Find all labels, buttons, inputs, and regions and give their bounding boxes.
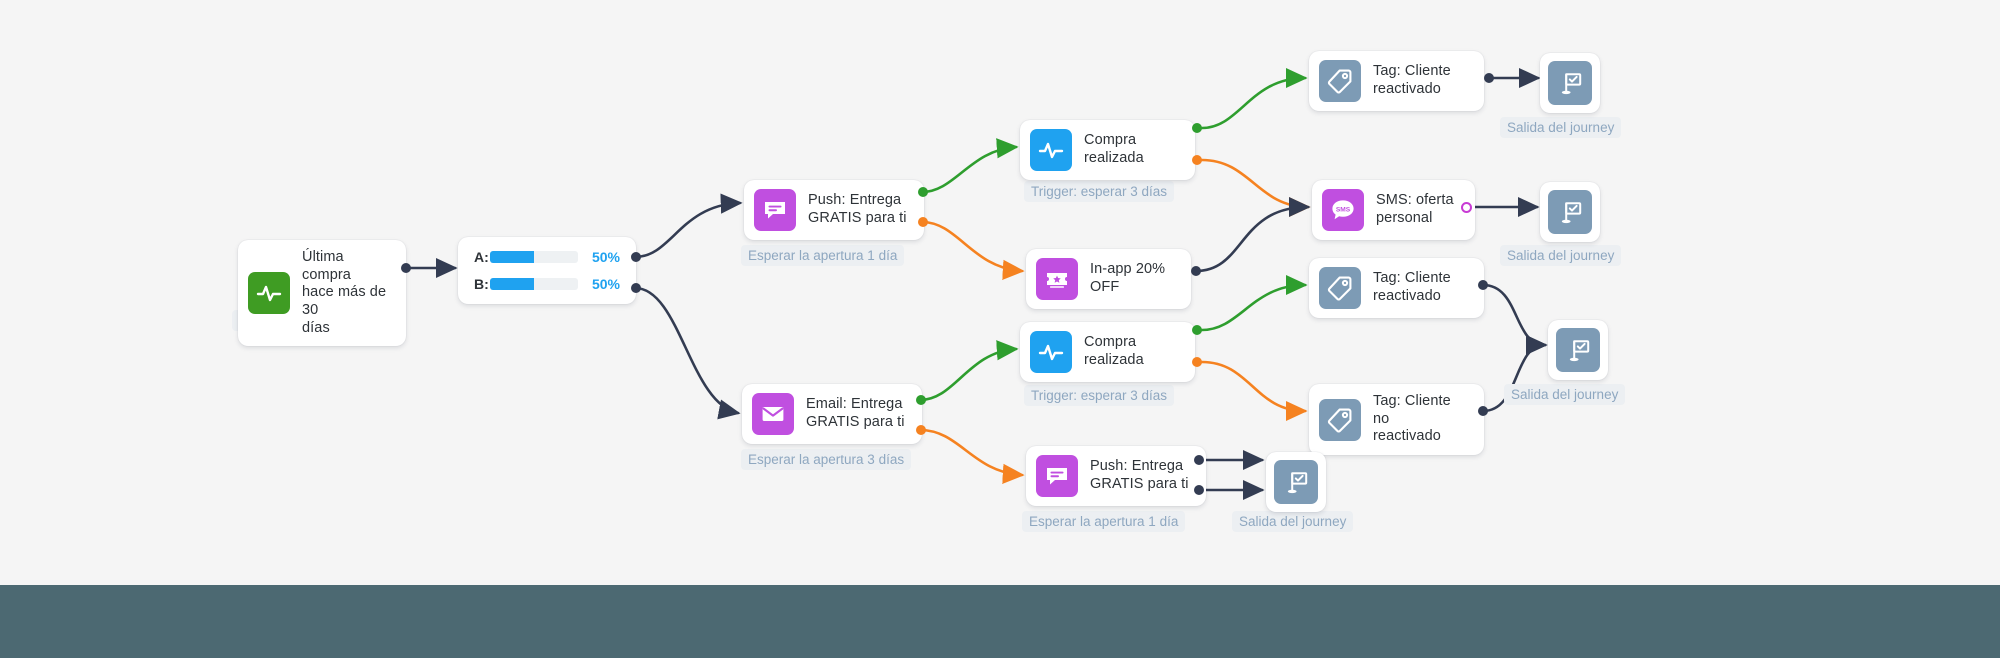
caption-trigger-top: Trigger: esperar 3 días [1024,181,1175,202]
node-title: Tag: Cliente reactivado [1373,270,1451,304]
caption-exit-1: Salida del journey [1500,117,1622,138]
activity-icon [248,272,290,315]
port-out-success[interactable] [1192,123,1202,133]
flag-check-icon [1556,328,1600,372]
ab-bar-b [489,278,579,290]
node-tag-top[interactable]: Tag: Cliente reactivado [1309,51,1484,111]
node-title: In-app 20% OFF [1090,261,1166,295]
port-out-success[interactable] [916,395,926,405]
flag-check-icon [1274,460,1318,504]
ab-row-b: B: 50% [474,276,620,292]
node-title: Email: Entrega GRATIS para ti [806,396,905,430]
node-purchase-bottom[interactable]: Compra realizada [1020,322,1195,382]
port-out[interactable] [1484,73,1494,83]
port-out[interactable] [1191,266,1201,276]
node-ab-split[interactable]: A: 50% B: 50% [458,237,636,304]
tag-icon [1319,267,1361,309]
ab-percent-b: 50% [591,276,620,292]
node-title: Última compra hace más de 30 días [302,249,387,336]
port-out-success[interactable] [1192,325,1202,335]
node-sms[interactable]: SMS SMS: oferta personal [1312,180,1475,240]
ab-label-b: B: [474,276,489,292]
activity-icon [1030,331,1072,373]
port-out-1[interactable] [1194,455,1204,465]
node-exit-3[interactable] [1548,320,1608,380]
port-out[interactable] [1461,202,1472,213]
caption-exit-3: Salida del journey [1504,384,1626,405]
port-out[interactable] [1478,406,1488,416]
node-exit-4[interactable] [1266,452,1326,512]
ticket-icon [1036,258,1078,300]
flag-check-icon [1548,61,1592,105]
flag-check-icon [1548,190,1592,234]
node-email[interactable]: Email: Entrega GRATIS para ti [742,384,922,444]
svg-text:SMS: SMS [1336,206,1351,213]
port-out[interactable] [1478,280,1488,290]
envelope-icon [752,393,794,435]
node-exit-2[interactable] [1540,182,1600,242]
node-title: Tag: Cliente reactivado [1373,63,1451,97]
node-push-top[interactable]: Push: Entrega GRATIS para ti [744,180,924,240]
tag-icon [1319,398,1361,441]
caption-exit-2: Salida del journey [1500,245,1622,266]
port-out-a[interactable] [631,252,641,262]
port-out-fail[interactable] [916,425,926,435]
node-title: SMS: oferta personal [1376,192,1454,226]
caption-exit-4: Salida del journey [1232,511,1354,532]
node-title: Push: Entrega GRATIS para ti [808,192,907,226]
port-out-b[interactable] [631,283,641,293]
ab-bar-a [489,251,579,263]
ab-percent-a: 50% [591,249,620,265]
port-out-fail[interactable] [1192,155,1202,165]
node-exit-1[interactable] [1540,53,1600,113]
node-push-bottom[interactable]: Push: Entrega GRATIS para ti [1026,446,1206,506]
node-inapp[interactable]: In-app 20% OFF [1026,249,1191,309]
tag-icon [1319,60,1361,102]
bottom-bar [0,585,2000,658]
caption-push-top: Esperar la apertura 1 día [741,245,905,266]
sms-icon: SMS [1322,189,1364,231]
node-title: Compra realizada [1084,132,1144,166]
node-tag-mid[interactable]: Tag: Cliente reactivado [1309,258,1484,318]
port-out-success[interactable] [918,187,928,197]
node-title: Compra realizada [1084,334,1144,368]
caption-trigger-bottom: Trigger: esperar 3 días [1024,385,1175,406]
push-message-icon [754,189,796,231]
port-out-fail[interactable] [918,217,928,227]
node-tag-bottom[interactable]: Tag: Cliente no reactivado [1309,384,1484,456]
port-out-2[interactable] [1194,485,1204,495]
port-out-fail[interactable] [1192,357,1202,367]
journey-canvas[interactable]: Última compra hace más de 30 días Empeza… [0,0,2000,585]
caption-push-bottom: Esperar la apertura 1 día [1022,511,1186,532]
node-purchase-top[interactable]: Compra realizada [1020,120,1195,180]
ab-label-a: A: [474,249,489,265]
port-out[interactable] [401,263,411,273]
ab-row-a: A: 50% [474,249,620,265]
node-title: Tag: Cliente no reactivado [1373,393,1451,445]
activity-icon [1030,129,1072,171]
push-message-icon [1036,455,1078,497]
caption-email: Esperar la apertura 3 días [741,449,912,470]
node-start[interactable]: Última compra hace más de 30 días [238,240,406,347]
node-title: Push: Entrega GRATIS para ti [1090,458,1189,492]
